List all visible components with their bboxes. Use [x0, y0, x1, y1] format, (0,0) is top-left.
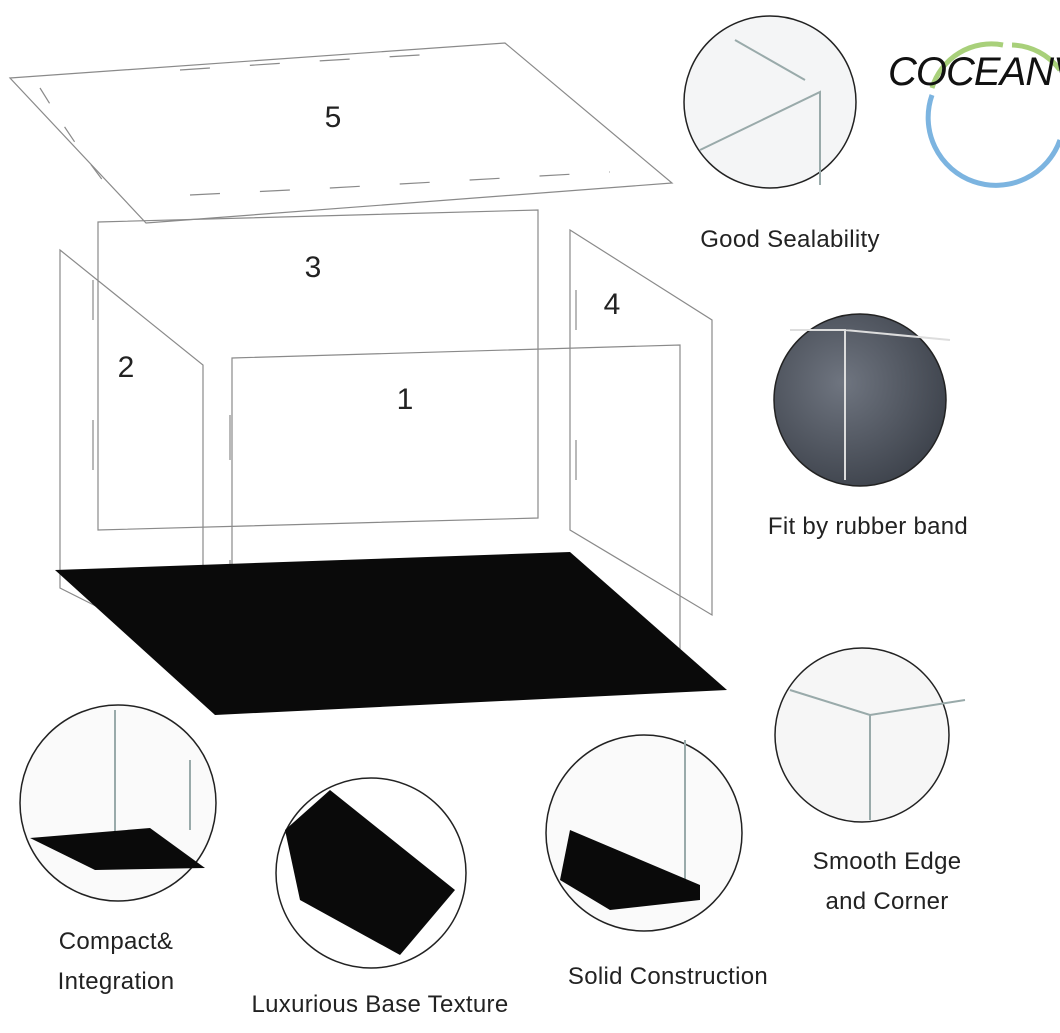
panel-5-lid	[8, 42, 674, 224]
black-base-panel	[55, 552, 727, 715]
logo-ring-icon	[925, 41, 1060, 188]
panel-number-5: 5	[324, 101, 342, 134]
detail-circle-smooth-edge	[774, 647, 950, 823]
caption-compact-integration: Compact&Integration	[57, 928, 175, 995]
detail-circle-sealability	[683, 15, 857, 189]
panel-number-1: 1	[396, 383, 414, 416]
caption-luxurious-base-texture: Luxurious Base Texture	[251, 991, 509, 1018]
panel-number-3: 3	[304, 251, 322, 284]
panel-number-4: 4	[603, 288, 621, 321]
caption-fit-by-rubber-band: Fit by rubber band	[767, 513, 969, 540]
caption-good-sealability: Good Sealability	[700, 226, 880, 253]
panel-3-back	[97, 209, 539, 531]
caption-solid-construction: Solid Construction	[567, 963, 769, 990]
panel-4-right	[569, 228, 713, 617]
brand-logo: COCEANV	[888, 50, 1060, 94]
detail-circle-rubber-band	[773, 313, 947, 487]
detail-circle-compact	[19, 704, 217, 902]
panel-number-2: 2	[117, 351, 135, 384]
